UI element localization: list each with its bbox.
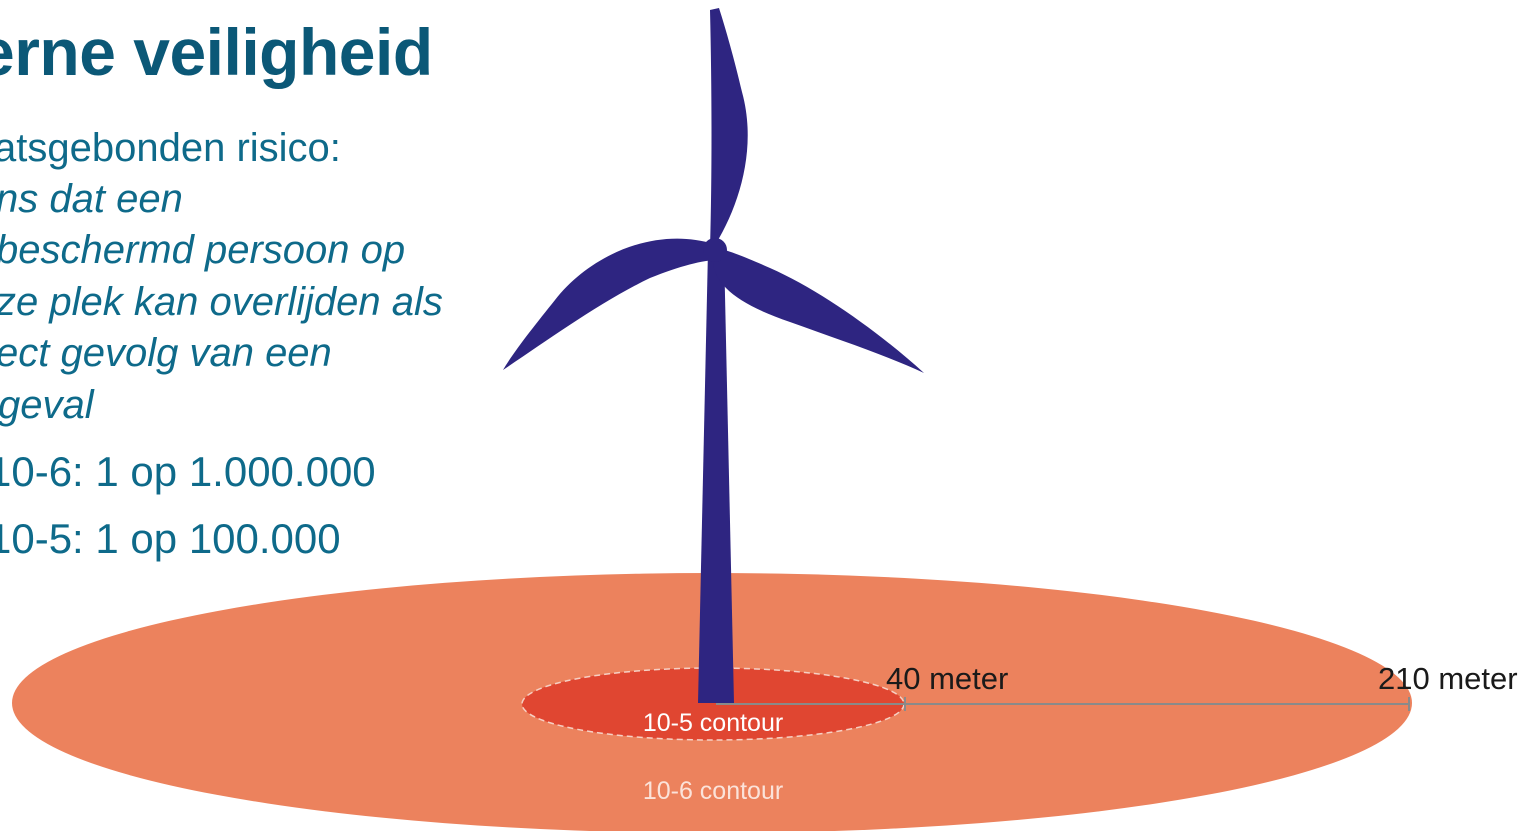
risk-definition-line: geval [0,383,94,427]
risk-heading: atsgebonden risico: [0,126,341,170]
outer-distance-label: 210 meter [1378,661,1518,696]
outer-contour-label: 10-6 contour [643,777,783,805]
inner-distance-label: 40 meter [886,661,1008,696]
risk-definition-line: beschermd persoon op [0,228,406,272]
risk-value-10-5: 10-5: 1 op 100.000 [0,515,341,562]
turbine-tower [698,250,734,703]
risk-definition-line: ect gevolg van een [0,331,332,375]
risk-value-10-6: 10-6: 1 op 1.000.000 [0,448,376,495]
turbine-blade-up [710,8,748,250]
turbine-blade-left [503,238,718,370]
turbine-hub [703,238,727,262]
risk-definition-line: ns dat een [0,177,183,221]
risk-definition-line: ze plek kan overlijden als [0,280,443,324]
page-title: erne veiligheid [0,15,433,89]
turbine-blade-right [712,248,924,373]
inner-contour-label: 10-5 contour [643,709,783,737]
